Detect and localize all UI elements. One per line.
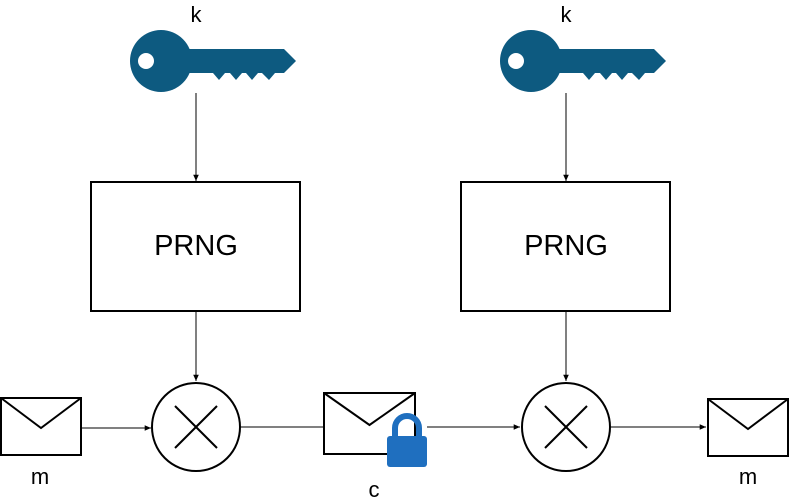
encrypt-xor-icon <box>151 382 241 472</box>
ciphertext-label: c <box>369 477 380 502</box>
decrypt-prng-label: PRNG <box>524 230 608 262</box>
encrypt-message-icon <box>0 397 82 456</box>
decrypt-message-label: m <box>739 464 757 489</box>
encrypt-key-icon <box>130 30 296 92</box>
decrypt-message-icon <box>707 398 789 457</box>
decrypt-key-label: k <box>561 2 573 27</box>
decrypt-key-icon <box>500 30 666 92</box>
decrypt-prng-box: PRNG <box>460 181 671 312</box>
encrypt-message-label: m <box>31 464 49 489</box>
lock-icon <box>387 413 427 467</box>
decrypt-xor-icon <box>521 382 611 472</box>
encrypt-prng-label: PRNG <box>154 230 238 262</box>
encrypt-key-label: k <box>191 2 203 27</box>
encrypt-prng-box: PRNG <box>90 181 301 312</box>
